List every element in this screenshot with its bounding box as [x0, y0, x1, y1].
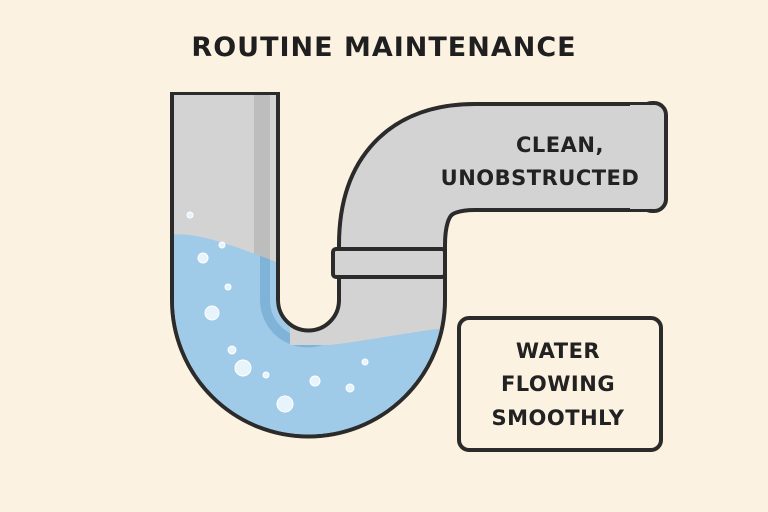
callout-line1: WATER — [516, 339, 600, 363]
callout-line2: FLOWING — [501, 372, 615, 396]
pipe-label-line1: CLEAN, — [516, 133, 604, 157]
page-title: ROUTINE MAINTENANCE — [191, 32, 576, 63]
pipe-collar — [331, 247, 447, 279]
callout-box: WATER FLOWING SMOOTHLY — [457, 316, 663, 452]
bubbles — [186, 211, 369, 413]
callout-line3: SMOOTHLY — [492, 406, 625, 430]
pipe-label-line2: UNOBSTRUCTED — [441, 166, 640, 190]
